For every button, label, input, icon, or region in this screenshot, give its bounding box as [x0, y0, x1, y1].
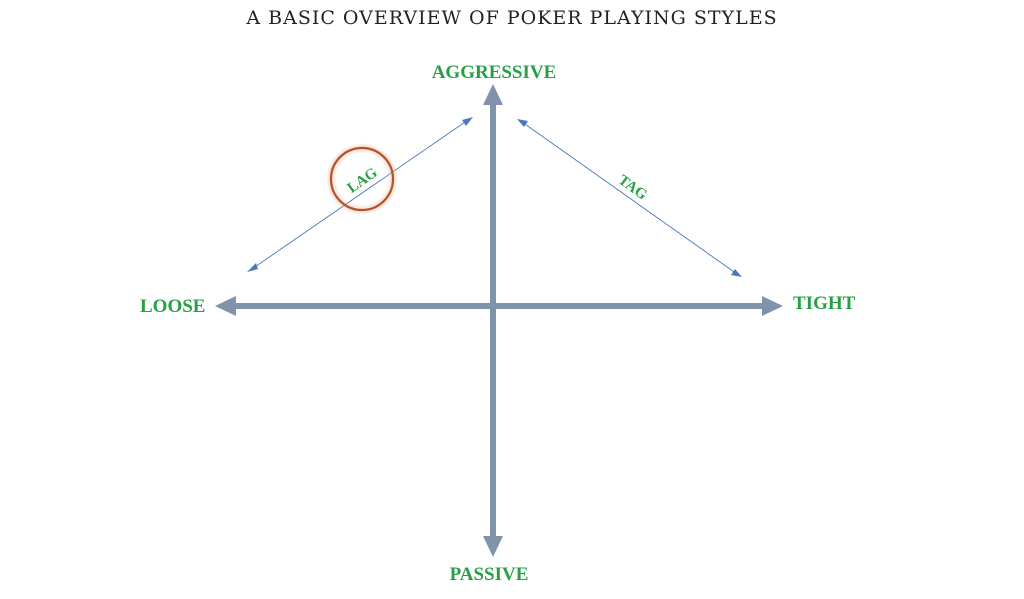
lag-highlight-glow: [326, 143, 398, 215]
tag-diagonal-line: [521, 121, 738, 275]
up-arrowhead-icon: [483, 84, 503, 105]
lag-arrowhead-right-icon: [462, 117, 473, 126]
left-arrowhead-icon: [215, 296, 236, 316]
diagonal-label-tag: TAG: [615, 172, 650, 204]
lag-highlight: [326, 143, 398, 215]
down-arrowhead-icon: [483, 536, 503, 557]
tag-diagonal: [517, 119, 742, 277]
lag-highlight-circle-icon: [329, 146, 395, 212]
tag-arrowhead-right-icon: [731, 269, 742, 277]
right-arrowhead-icon: [762, 296, 783, 316]
tag-arrowhead-left-icon: [517, 119, 528, 127]
axis-label-tight: TIGHT: [793, 293, 856, 314]
horizontal-axis: [215, 296, 783, 316]
lag-arrowhead-left-icon: [247, 263, 258, 272]
vertical-axis: [483, 84, 503, 557]
axis-label-aggressive: AGGRESSIVE: [432, 62, 557, 83]
axis-label-loose: LOOSE: [140, 296, 205, 317]
diagram-title: A BASIC OVERVIEW OF POKER PLAYING STYLES: [245, 7, 777, 29]
axis-label-passive: PASSIVE: [450, 564, 529, 585]
